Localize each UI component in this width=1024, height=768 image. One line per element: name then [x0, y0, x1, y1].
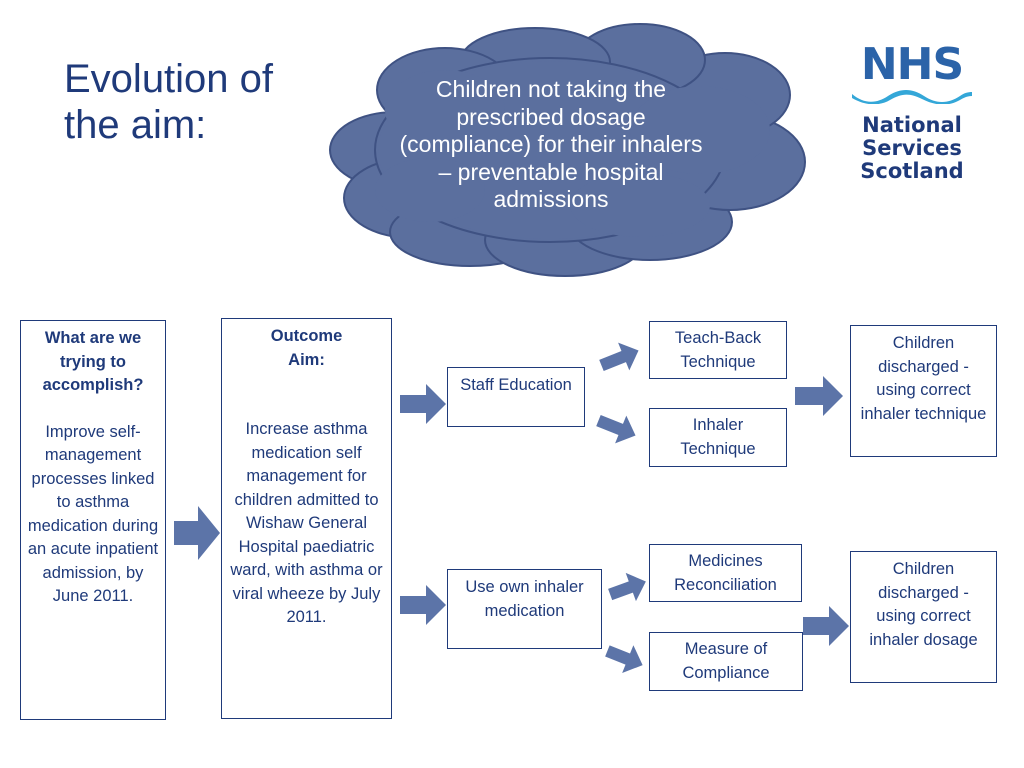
teach-back-box: Teach-Back Technique	[649, 321, 787, 379]
staff-education-box: Staff Education	[447, 367, 585, 427]
arrow-right-icon	[803, 606, 849, 646]
measure-compliance-label: Measure of Compliance	[682, 640, 770, 682]
teach-back-label: Teach-Back Technique	[674, 329, 762, 371]
arrow-right-icon	[174, 506, 220, 560]
cloud-text: Children not taking the prescribed dosag…	[399, 76, 703, 212]
outcome-aim-box: Outcome Aim: Increase asthma medication …	[221, 318, 392, 719]
thought-cloud	[329, 23, 806, 277]
logo-line-services: Services	[862, 136, 962, 160]
medicines-reconciliation-box: Medicines Reconciliation	[649, 544, 802, 602]
result-technique-box: Children discharged - using correct inha…	[850, 325, 997, 457]
arrow-right-icon	[400, 585, 446, 625]
arrow-down-right-icon	[596, 414, 636, 444]
logo-line-scotland: Scotland	[860, 159, 964, 183]
staff-education-label: Staff Education	[460, 376, 572, 394]
accomplish-heading-1: What are we	[44, 329, 142, 347]
accomplish-heading-2: trying to	[60, 352, 126, 371]
outcome-heading-2: Aim:	[288, 350, 325, 369]
nhs-scotland-logo: NHS National Services Scotland	[842, 40, 982, 183]
logo-line-national: National	[862, 113, 962, 137]
nhs-logo-wordmark: NHS	[860, 39, 964, 90]
slide-title: Evolution of the aim:	[64, 56, 364, 148]
inhaler-technique-label: Inhaler Technique	[680, 416, 756, 458]
accomplish-heading-3: accomplish?	[42, 376, 144, 394]
accomplish-body: Improve self-management processes linked…	[27, 422, 159, 606]
arrow-up-right-icon	[608, 572, 646, 602]
arrow-down-right-icon	[605, 645, 643, 674]
result-dosage-label: Children discharged - using correct inha…	[869, 560, 978, 649]
wave-icon	[852, 90, 972, 104]
medicines-reconciliation-label: Medicines Reconciliation	[674, 552, 777, 594]
measure-compliance-box: Measure of Compliance	[649, 632, 803, 691]
title-line-2: the aim:	[64, 103, 207, 147]
arrow-right-icon	[400, 384, 446, 424]
title-line-1: Evolution of	[64, 57, 274, 101]
outcome-body: Increase asthma medication self manageme…	[230, 420, 383, 626]
accomplish-box: What are we trying to accomplish? Improv…	[20, 320, 166, 720]
outcome-heading-1: Outcome	[270, 327, 343, 345]
result-technique-label: Children discharged - using correct inha…	[860, 334, 987, 423]
own-inhaler-label: Use own inhaler medication	[465, 578, 584, 620]
inhaler-technique-box: Inhaler Technique	[649, 408, 787, 467]
arrow-right-icon	[795, 376, 843, 416]
result-dosage-box: Children discharged - using correct inha…	[850, 551, 997, 683]
own-inhaler-box: Use own inhaler medication	[447, 569, 602, 649]
arrow-up-right-icon	[599, 342, 639, 372]
